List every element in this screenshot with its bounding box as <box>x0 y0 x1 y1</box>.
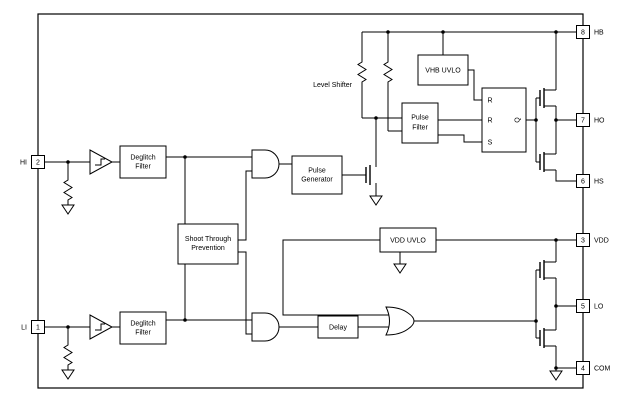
wire-level-shifter <box>342 32 402 196</box>
pin-box-hs <box>576 174 590 188</box>
pin-box-lo <box>576 299 590 313</box>
ground-icon <box>369 195 383 206</box>
block-deglitch-filter-bottom <box>119 311 167 345</box>
resistor-li-pulldown-icon <box>63 343 73 367</box>
pin-boxes <box>31 25 590 375</box>
label-latch-s: S <box>488 140 493 147</box>
label-latch-r1: R <box>487 98 492 105</box>
junction-dots <box>66 30 558 370</box>
label-vhb-uvlo: VHB UVLO <box>425 68 461 75</box>
block-deglitch-filter-top <box>119 145 167 179</box>
label-deglitch-bottom-2: Filter <box>135 330 151 337</box>
label-pulse-generator-2: Generator <box>301 177 333 184</box>
label-pulse-filter-1: Pulse <box>411 115 429 122</box>
label-delay: Delay <box>329 325 347 332</box>
pin-label-com: COM <box>594 366 611 373</box>
ic-boundary <box>37 13 584 389</box>
block-vhb-uvlo <box>417 54 469 86</box>
pin-label-lo: LO <box>594 304 604 311</box>
block-vdd-uvlo <box>379 227 437 253</box>
pin-label-vdd: VDD <box>594 238 609 245</box>
wires <box>44 31 578 371</box>
mosfets <box>365 88 545 348</box>
pin-label-li: LI <box>21 325 27 332</box>
pin-number-hi: 2 <box>36 160 40 167</box>
pin-box-li <box>31 320 45 334</box>
resistor-hi-pulldown-icon <box>63 178 73 202</box>
pin-number-vdd: 3 <box>581 238 585 245</box>
mosfet-lowside-lower-icon <box>539 328 545 348</box>
label-level-shifter: Level Shifter <box>313 82 353 89</box>
block-sr-latch <box>481 87 527 153</box>
label-latch-r2: R <box>487 118 492 125</box>
ground-icon <box>393 263 407 274</box>
label-pulse-generator-1: Pulse <box>308 168 326 175</box>
pin-box-vdd <box>576 233 590 247</box>
resistor-level-shift-2-icon <box>383 60 393 84</box>
block-pulse-generator <box>291 155 343 195</box>
and-gate-top <box>251 149 280 179</box>
ground-icon <box>61 204 75 215</box>
resistor-level-shift-1-icon <box>357 60 367 84</box>
pin-label-hb: HB <box>594 30 604 37</box>
block-pulse-filter <box>401 102 439 144</box>
wire-vhb-uvlo <box>442 32 482 101</box>
ground-icon <box>549 370 563 381</box>
ground-icon <box>61 369 75 380</box>
block-shoot-through-prevention <box>177 223 239 265</box>
pin-number-com: 4 <box>581 366 585 373</box>
mosfet-level-shift-icon <box>365 165 371 185</box>
pin-number-li: 1 <box>36 325 40 332</box>
label-pulse-filter-2: Filter <box>412 125 428 132</box>
pin-number-ho: 7 <box>581 118 585 125</box>
label-vdd-uvlo: VDD UVLO <box>390 238 426 245</box>
and-gate-bottom <box>251 312 280 342</box>
label-deglitch-top-1: Deglitch <box>130 155 155 162</box>
pin-label-ho: HO <box>594 118 605 125</box>
pin-number-hb: 8 <box>581 30 585 37</box>
pin-box-hi <box>31 155 45 169</box>
pin-box-ho <box>576 113 590 127</box>
label-deglitch-bottom-1: Deglitch <box>130 321 155 328</box>
block-delay <box>317 315 359 339</box>
pin-label-hs: HS <box>594 179 604 186</box>
label-shoot-through-1: Shoot Through <box>185 236 231 243</box>
grounds <box>61 195 563 381</box>
gates <box>89 149 415 342</box>
function-blocks <box>119 54 527 345</box>
wire-highside-driver <box>535 32 578 182</box>
pin-label-hi: HI <box>20 160 27 167</box>
label-deglitch-top-2: Filter <box>135 164 151 171</box>
mosfet-highside-upper-icon <box>539 88 545 108</box>
label-shoot-through-2: Prevention <box>191 245 225 252</box>
label-latch-q: Q <box>515 117 522 123</box>
mosfet-lowside-upper-icon <box>539 260 545 280</box>
hysteresis-icon <box>95 158 105 166</box>
labels: 2 1 8 7 6 3 5 4 HI LI HB HO HS VDD LO CO… <box>20 30 611 373</box>
hysteresis-icon <box>95 323 105 331</box>
pin-number-lo: 5 <box>581 304 585 311</box>
wire-logic <box>166 156 536 335</box>
or-gate <box>385 306 415 336</box>
pin-box-com <box>576 361 590 375</box>
mosfet-highside-lower-icon <box>539 152 545 172</box>
wire-inputs <box>44 161 120 370</box>
pin-box-hb <box>576 25 590 39</box>
pin-number-hs: 6 <box>581 179 585 186</box>
